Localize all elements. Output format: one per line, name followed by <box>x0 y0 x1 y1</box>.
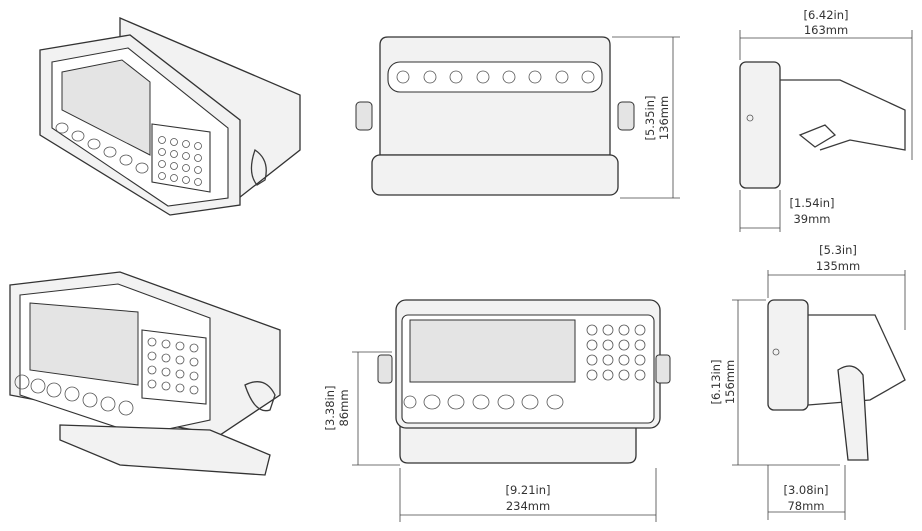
iso-view-desk-mount <box>9 271 281 476</box>
iso-view-wall-mount <box>39 17 301 216</box>
label-side-height-metric: 156mm <box>723 360 737 404</box>
top-view-slots <box>396 70 595 84</box>
label-front-height-metric: 86mm <box>337 389 351 426</box>
label-side-width-metric: 135mm <box>816 259 860 273</box>
iso2-keypad <box>147 337 199 395</box>
dim-side-height <box>732 299 840 466</box>
label-front-width-imperial: [9.21in] <box>505 483 550 497</box>
iso-function-buttons <box>55 122 149 174</box>
dim-front-height <box>352 351 400 466</box>
front-view-desk-mount <box>377 299 671 464</box>
dim-side-depth <box>767 465 846 520</box>
label-top-depth-metric: 39mm <box>793 212 830 226</box>
label-top-width-metric: 163mm <box>804 23 848 37</box>
label-top-width-imperial: [6.42in] <box>803 8 848 22</box>
top-view-wall-mount <box>355 36 635 196</box>
dim-front-top-height <box>612 36 680 199</box>
top-side-view <box>739 61 906 189</box>
label-top-depth-imperial: [1.54in] <box>789 196 834 210</box>
label-front-top-height-metric: 136mm <box>657 96 671 140</box>
dim-top-view-width <box>739 30 913 160</box>
label-front-width-metric: 234mm <box>506 499 550 513</box>
iso-keypad <box>158 136 202 186</box>
label-front-top-height-imperial: [5.35in] <box>643 95 657 140</box>
dim-top-view-depth <box>739 190 781 232</box>
label-side-height-imperial: [6.13in] <box>709 359 723 404</box>
front-keypad <box>586 324 646 381</box>
dim-front-width <box>399 468 657 522</box>
label-front-height-imperial: [3.38in] <box>323 385 337 430</box>
label-side-width-imperial: [5.3in] <box>819 243 857 257</box>
label-side-depth-metric: 78mm <box>787 499 824 513</box>
dim-side-view-width <box>767 270 906 330</box>
side-view-desk-mount <box>767 299 906 461</box>
iso2-function-buttons <box>14 374 134 416</box>
front-function-buttons <box>403 394 564 410</box>
label-side-depth-imperial: [3.08in] <box>783 483 828 497</box>
